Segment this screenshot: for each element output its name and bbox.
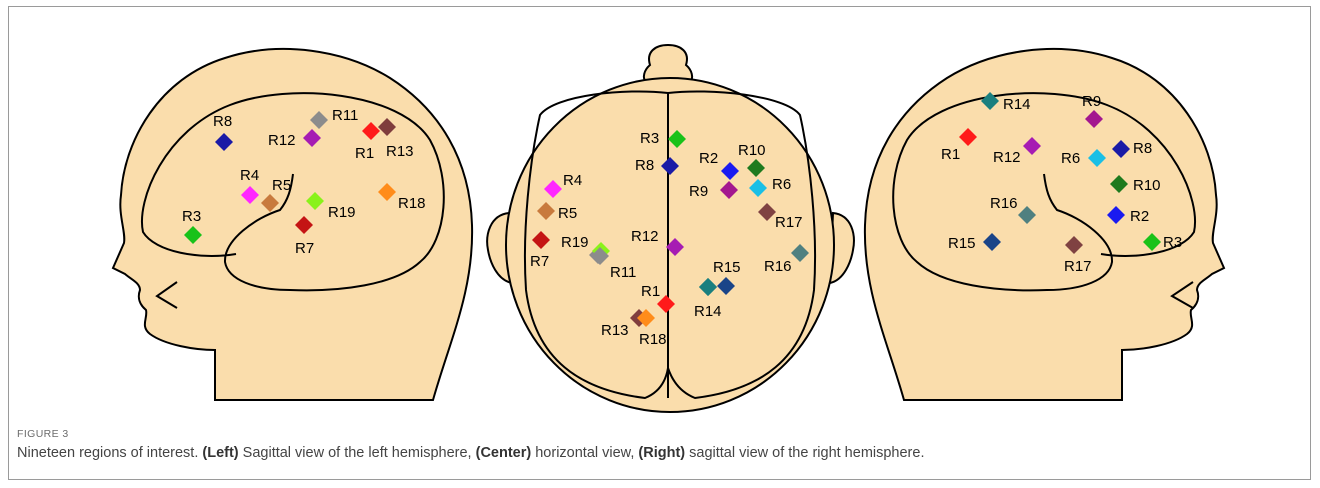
caption-segment: horizontal view, [531, 445, 638, 461]
center-label-r12: R12 [631, 228, 659, 245]
left-label-r13: R13 [386, 143, 414, 160]
right-label-r10: R10 [1133, 177, 1161, 194]
center-label-r19: R19 [561, 234, 589, 251]
caption-segment: (Center) [476, 445, 532, 461]
right-label-r16: R16 [990, 195, 1018, 212]
left-label-r7: R7 [295, 240, 314, 257]
center-label-r16: R16 [764, 258, 792, 275]
center-label-r11: R11 [610, 264, 636, 281]
caption-segment: (Right) [638, 445, 685, 461]
left-label-r11: R11 [332, 107, 358, 124]
left-label-r4: R4 [240, 167, 259, 184]
center-label-r10: R10 [738, 142, 766, 159]
right-label-r6: R6 [1061, 150, 1080, 167]
center-label-r1: R1 [641, 283, 660, 300]
left-label-r5: R5 [272, 177, 291, 194]
center-label-r5: R5 [558, 205, 577, 222]
figure-label: FIGURE 3 [17, 428, 69, 440]
left-head-outline [113, 49, 472, 400]
right-label-r2: R2 [1130, 208, 1149, 225]
left-label-r1: R1 [355, 145, 374, 162]
center-label-r3: R3 [640, 130, 659, 147]
left-label-r18: R18 [398, 195, 426, 212]
right-head-outline [865, 49, 1224, 400]
center-label-r15: R15 [713, 259, 741, 276]
figure-caption: Nineteen regions of interest. (Left) Sag… [17, 445, 924, 461]
caption-segment: (Left) [202, 445, 238, 461]
center-label-r4: R4 [563, 172, 582, 189]
right-label-r12: R12 [993, 149, 1021, 166]
caption-segment: Nineteen regions of interest. [17, 445, 202, 461]
center-label-r17: R17 [775, 214, 803, 231]
right-label-r9: R9 [1082, 93, 1101, 110]
right-label-r17: R17 [1064, 258, 1092, 275]
center-label-r2: R2 [699, 150, 718, 167]
left-label-r3: R3 [182, 208, 201, 225]
right-label-r14: R14 [1003, 96, 1031, 113]
left-label-r19: R19 [328, 204, 356, 221]
right-label-r1: R1 [941, 146, 960, 163]
right-label-r8: R8 [1133, 140, 1152, 157]
caption-segment: Sagittal view of the left hemisphere, [239, 445, 476, 461]
center-label-r14: R14 [694, 303, 722, 320]
nose-top [644, 45, 692, 82]
head-outlines [113, 45, 1224, 412]
center-label-r6: R6 [772, 176, 791, 193]
right-label-r3: R3 [1163, 234, 1182, 251]
caption-segment: sagittal view of the right hemisphere. [685, 445, 924, 461]
center-label-r8: R8 [635, 157, 654, 174]
left-label-r8: R8 [213, 113, 232, 130]
center-label-r18: R18 [639, 331, 667, 348]
center-label-r13: R13 [601, 322, 629, 339]
left-label-r12: R12 [268, 132, 296, 149]
center-label-r7: R7 [530, 253, 549, 270]
center-label-r9: R9 [689, 183, 708, 200]
right-label-r15: R15 [948, 235, 976, 252]
